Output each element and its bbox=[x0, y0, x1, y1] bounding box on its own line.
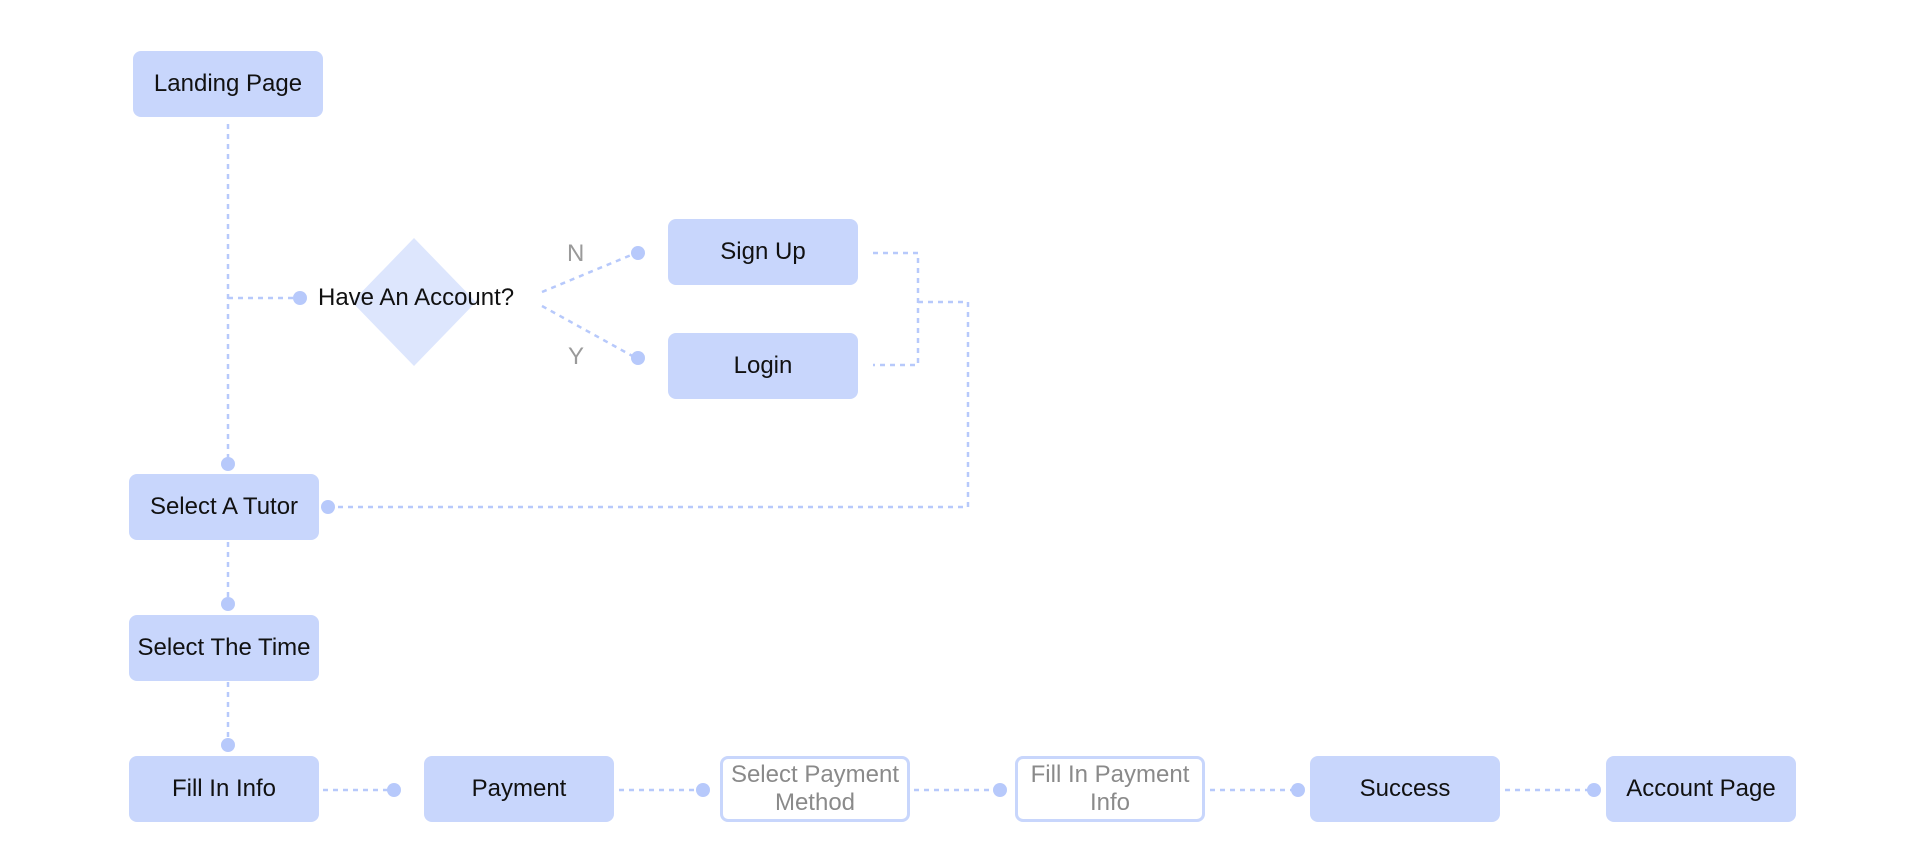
connector-endpoint bbox=[631, 246, 645, 260]
node-fill-in-payment-info[interactable]: Fill In Payment Info bbox=[1015, 756, 1205, 822]
node-label: Success bbox=[1359, 775, 1451, 803]
node-label: Select The Time bbox=[137, 634, 311, 662]
connector-endpoint bbox=[993, 783, 1007, 797]
node-label: Account Page bbox=[1626, 775, 1776, 803]
node-sign-up[interactable]: Sign Up bbox=[668, 219, 858, 285]
connector-signup-merge bbox=[873, 251, 920, 367]
connector-merge-to-tutor bbox=[328, 300, 970, 509]
node-label: Select Payment Method bbox=[730, 761, 900, 816]
node-select-the-time[interactable]: Select The Time bbox=[129, 615, 319, 681]
connector-endpoint bbox=[221, 597, 235, 611]
decision-diamond bbox=[352, 238, 476, 366]
node-select-a-tutor[interactable]: Select A Tutor bbox=[129, 474, 319, 540]
connector-decision-to-login bbox=[541, 304, 637, 360]
connector-endpoint bbox=[221, 738, 235, 752]
node-label: Select A Tutor bbox=[149, 493, 299, 521]
connector-endpoint bbox=[1291, 783, 1305, 797]
node-label: Fill In Info bbox=[171, 775, 277, 803]
connector-endpoint bbox=[321, 500, 335, 514]
connector-endpoint bbox=[631, 351, 645, 365]
node-label: Landing Page bbox=[153, 70, 303, 98]
node-label: Fill In Payment Info bbox=[1030, 761, 1190, 816]
connector-endpoint bbox=[293, 291, 307, 305]
node-landing-page[interactable]: Landing Page bbox=[133, 51, 323, 117]
node-success[interactable]: Success bbox=[1310, 756, 1500, 822]
connector-endpoint bbox=[387, 783, 401, 797]
connector-endpoint bbox=[221, 457, 235, 471]
node-label: Login bbox=[733, 352, 793, 380]
branch-label-no: N bbox=[567, 240, 585, 267]
connector-decision-to-signup bbox=[541, 251, 637, 294]
node-account-page[interactable]: Account Page bbox=[1606, 756, 1796, 822]
connector-endpoint bbox=[696, 783, 710, 797]
node-label: Sign Up bbox=[720, 238, 806, 266]
node-login[interactable]: Login bbox=[668, 333, 858, 399]
branch-label-yes: Y bbox=[568, 343, 585, 370]
node-select-payment-method[interactable]: Select Payment Method bbox=[720, 756, 910, 822]
decision-label: Have An Account? bbox=[318, 284, 515, 311]
node-payment[interactable]: Payment bbox=[424, 756, 614, 822]
connector-endpoint bbox=[1587, 783, 1601, 797]
node-label: Payment bbox=[471, 775, 567, 803]
node-fill-in-info[interactable]: Fill In Info bbox=[129, 756, 319, 822]
